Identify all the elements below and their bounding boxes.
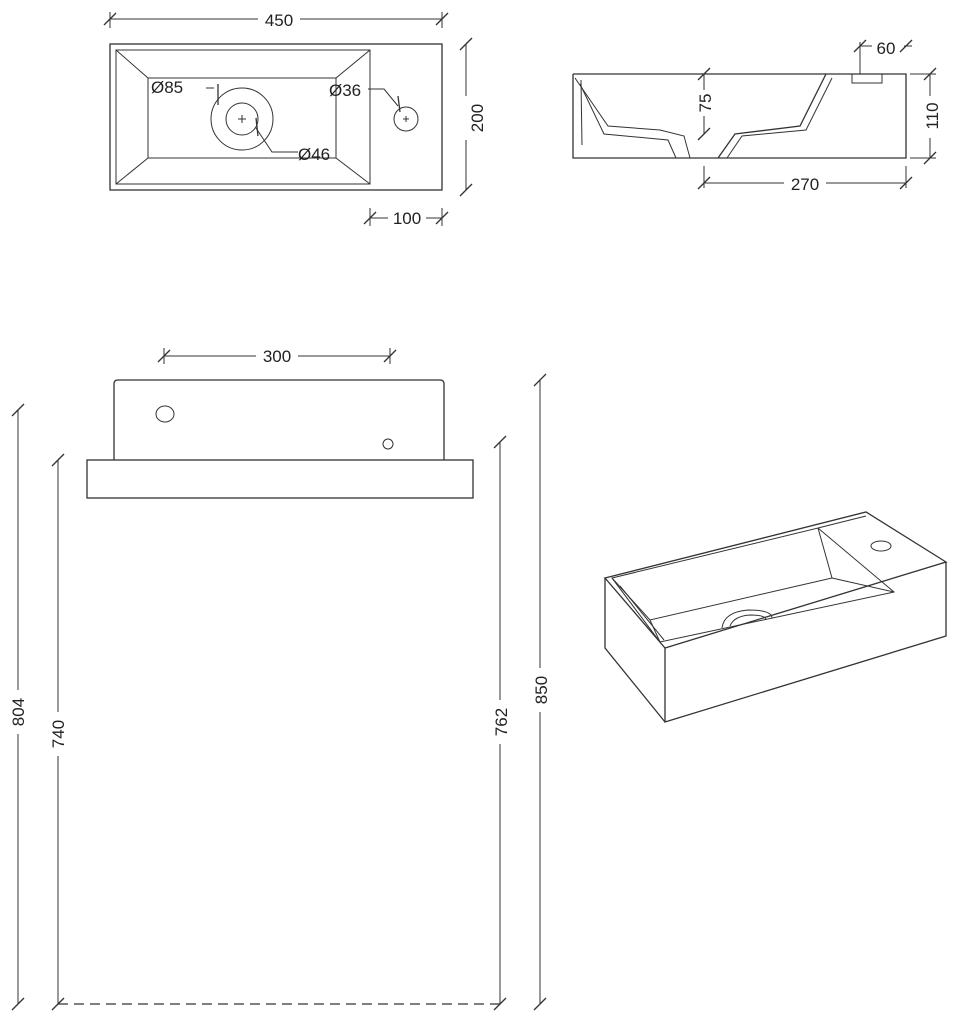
iso-bowl-inner (611, 527, 833, 621)
iso-tap-hole (870, 540, 892, 552)
dim-850-label: 850 (532, 676, 551, 704)
front-view: 300 804 740 (9, 347, 551, 1011)
iso-bowl-rim (611, 527, 896, 643)
waste-outer-label: Ø85 (151, 78, 183, 97)
dimension-740: 740 (49, 453, 68, 1011)
dimension-100: 100 (363, 208, 449, 228)
dimension-60: 60 (853, 39, 913, 74)
depth-200-label: 200 (468, 104, 487, 132)
dimension-75: 75 (696, 67, 715, 141)
dim-762-label: 762 (492, 708, 511, 736)
iso-bowl-edge (619, 585, 665, 641)
section-wall-left-outer (579, 83, 677, 159)
tap-hole-leader (397, 95, 401, 113)
section-outline (572, 73, 907, 159)
bowl-slope (115, 49, 149, 79)
bowl-depth-75-label: 75 (696, 94, 715, 113)
iso-top-outline (603, 511, 948, 649)
width-300-label: 300 (263, 347, 291, 366)
basin-outline (109, 43, 443, 191)
iso-bowl-edge (649, 619, 661, 643)
dimension-270: 270 (697, 166, 913, 194)
basin-front (113, 379, 445, 460)
length-270-label: 270 (791, 175, 819, 194)
shelf (86, 459, 474, 499)
iso-front-face (664, 562, 947, 723)
isometric-view (603, 511, 948, 723)
tap-hole-label: Ø36 (329, 81, 361, 100)
dimension-850: 850 (532, 373, 551, 1011)
iso-bowl-edge (831, 577, 895, 593)
waste-inner-leader (255, 127, 298, 153)
dimension-450: 450 (103, 11, 449, 30)
waste-inner-label: Ø46 (298, 145, 330, 164)
bowl-slope (335, 157, 371, 185)
dim-804-label: 804 (9, 698, 28, 726)
dimension-804: 804 (9, 403, 28, 1011)
iso-waste-inner (729, 614, 767, 627)
section-view: 60 75 110 270 (572, 39, 942, 194)
dimension-110: 110 (910, 67, 942, 165)
waste-inner-circle (225, 102, 259, 136)
dim-740-label: 740 (49, 720, 68, 748)
bowl-rim (115, 49, 371, 185)
section-wall-left (580, 79, 583, 146)
width-450-label: 450 (265, 11, 293, 30)
tap-hole-leader (368, 88, 399, 107)
height-110-label: 110 (923, 102, 942, 129)
waste-inner-leader (255, 117, 259, 137)
front-overflow-slot (155, 405, 175, 423)
rim-60-label: 60 (877, 39, 896, 58)
top-view: 450 200 Ø85 Ø46 Ø36 100 (103, 11, 487, 228)
bowl-slope (335, 49, 371, 79)
section-wall-right (726, 77, 833, 159)
dimension-300: 300 (157, 347, 397, 366)
bowl-slope (115, 157, 149, 185)
dimension-200: 200 (459, 37, 487, 197)
waste-outer-circle (210, 87, 274, 151)
front-tap-hole (382, 438, 394, 450)
bowl-floor (147, 77, 337, 159)
iso-waste (721, 609, 773, 629)
iso-tap-deck (817, 515, 867, 529)
tap-hole-circle (393, 106, 419, 132)
iso-left-face (604, 578, 666, 723)
section-tap-rim (851, 73, 883, 84)
section-wall-left (574, 77, 691, 159)
tap-offset-100-label: 100 (393, 209, 421, 228)
dimension-762: 762 (492, 435, 511, 1011)
